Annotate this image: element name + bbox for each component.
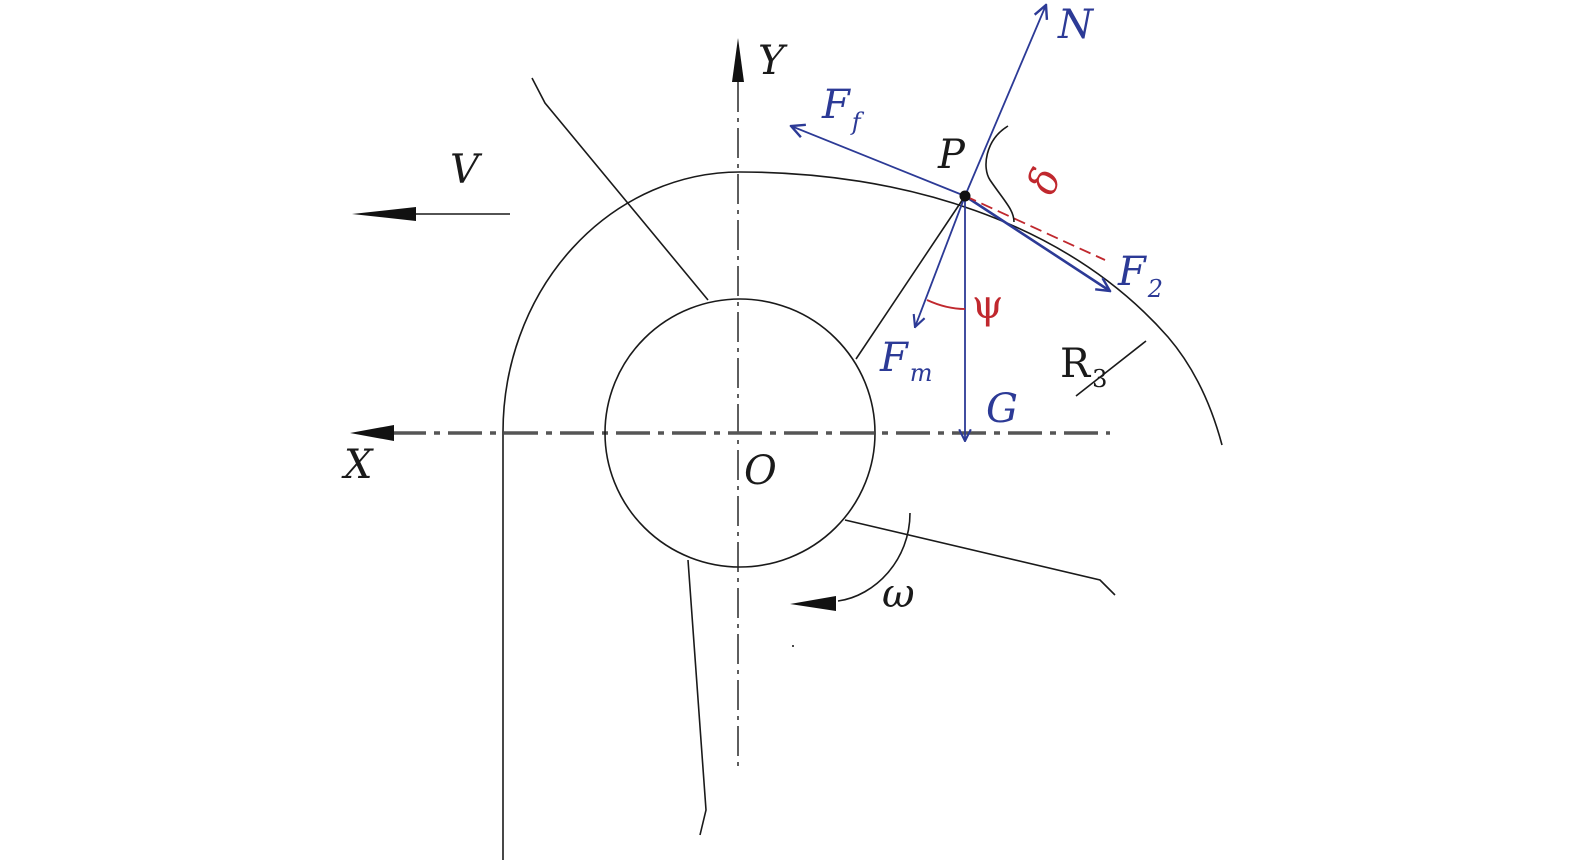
magnetic-force-label: Fm <box>879 335 933 387</box>
right-blade <box>844 519 1116 596</box>
radial-line-to-p <box>855 195 966 360</box>
stray-dot <box>792 645 794 647</box>
upper-left-blade <box>531 77 709 301</box>
inner-circle <box>604 298 876 568</box>
y-axis-arrowhead <box>732 38 744 82</box>
omega-arrowhead <box>790 596 836 611</box>
delta-label: δ <box>1019 162 1070 200</box>
x-axis-label: X <box>341 442 374 488</box>
friction-force-label: Ff <box>821 82 865 136</box>
gravity-label: G <box>986 386 1018 432</box>
friction-force-vector <box>791 126 966 197</box>
y-axis-label: Y <box>758 38 788 84</box>
tangential-force-vector <box>964 194 1110 291</box>
normal-force-label: N <box>1057 2 1095 48</box>
radius-label: R3 <box>1060 341 1107 393</box>
velocity-arrowhead <box>352 207 416 221</box>
delta-angle-arc <box>985 125 1015 223</box>
x-axis-arrowhead <box>350 425 394 441</box>
radius-dimension-line <box>1075 340 1147 397</box>
omega-label: ω <box>882 571 915 617</box>
psi-label: ψ <box>972 282 1003 328</box>
normal-force-vector <box>964 5 1046 197</box>
tangential-force-label: F2 <box>1117 249 1163 303</box>
omega-arc <box>837 512 911 602</box>
tangent-dashed-line <box>964 195 1106 261</box>
psi-angle-arc <box>926 299 966 310</box>
lower-blade <box>687 559 707 836</box>
point-p-label: P <box>937 132 966 178</box>
magnetic-force-vector <box>915 195 966 327</box>
velocity-label: V <box>450 147 483 193</box>
outer-arc <box>502 171 1223 860</box>
point-p-marker <box>959 190 971 202</box>
origin-label: O <box>744 448 777 494</box>
